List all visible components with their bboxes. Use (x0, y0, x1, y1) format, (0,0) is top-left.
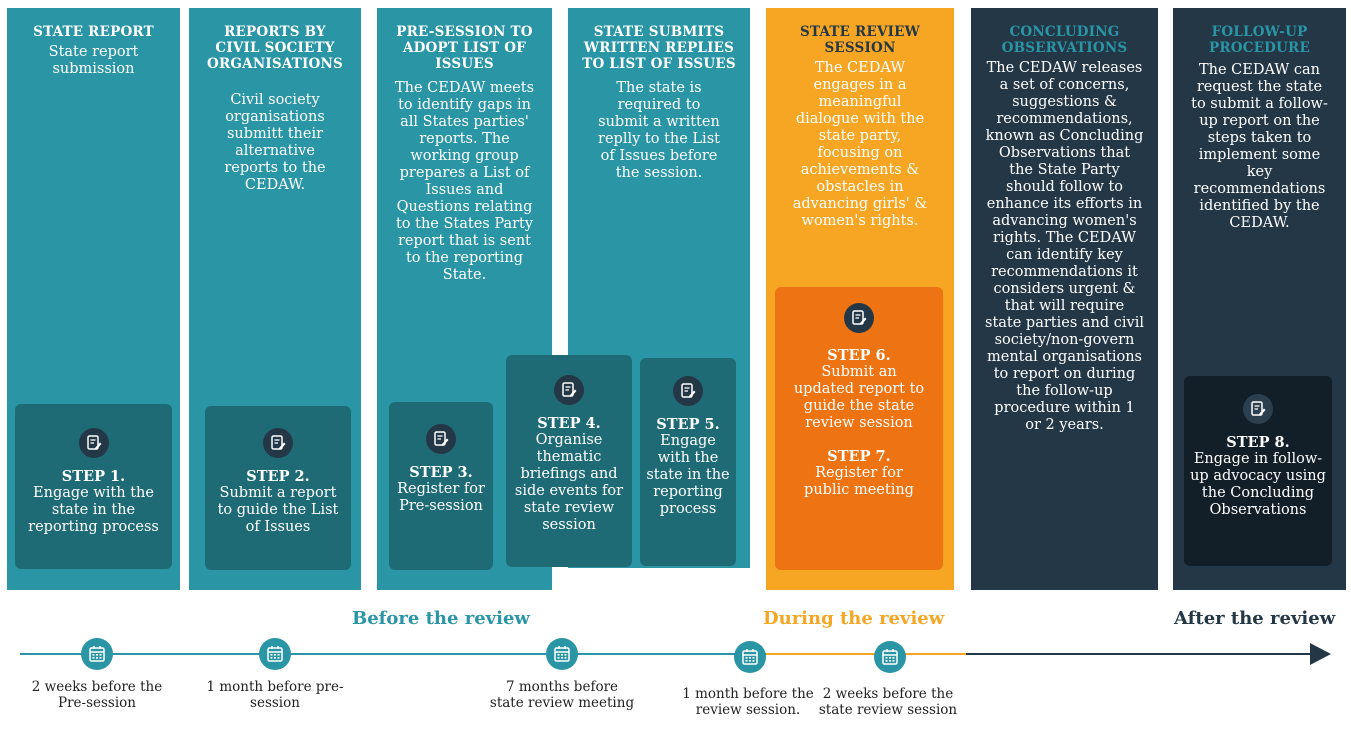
timeline-label: 2 weeks before the state review session (818, 686, 958, 718)
step-text: Engage in follow-up advocacy using the C… (1190, 451, 1326, 518)
document-edit-icon (673, 376, 703, 406)
calendar-icon (874, 641, 906, 673)
step-text-7: Register for public meeting (804, 465, 914, 498)
column-description: The state is required to submit a writte… (598, 80, 720, 181)
column-title: STATE REVIEW SESSION (800, 24, 920, 56)
step-2-box: STEP 2. Submit a report to guide the Lis… (205, 406, 351, 570)
calendar-icon (81, 638, 113, 670)
step-number: STEP 8. (1226, 434, 1290, 451)
step-6-7-box: STEP 6. Submit an updated report to guid… (775, 287, 943, 570)
column-description: The CEDAW releases a set of concerns, su… (985, 60, 1144, 433)
document-edit-icon (844, 303, 874, 333)
column-title: CONCLUDING OBSERVATIONS (1001, 24, 1128, 56)
document-edit-icon (554, 375, 584, 405)
timeline-label: 1 month before pre-session (206, 679, 344, 711)
column-title: STATE SUBMITS WRITTEN REPLIES TO LIST OF… (582, 24, 736, 72)
document-edit-icon (263, 428, 293, 458)
document-edit-icon (426, 424, 456, 454)
column-description: The CEDAW can request the state to submi… (1191, 62, 1328, 231)
step-text: Engage with the state in the reporting p… (646, 433, 730, 517)
calendar-icon (546, 638, 578, 670)
calendar-icon (259, 638, 291, 670)
column-description: The CEDAW meets to identify gaps in all … (394, 80, 535, 283)
column-description: The CEDAW engages in a meaningful dialog… (792, 60, 928, 229)
step-number: STEP 4. (537, 415, 601, 432)
timeline-label: 1 month before the review session. (682, 686, 814, 718)
step-4-box: STEP 4. Organise thematic briefings and … (506, 355, 632, 567)
step-text: Engage with the state in the reporting p… (28, 485, 159, 535)
column-title: REPORTS BY CIVIL SOCIETY ORGANISATIONS (207, 24, 343, 72)
column-title: FOLLOW-UP PROCEDURE (1209, 24, 1310, 56)
phase-during-label: During the review (763, 608, 945, 629)
step-number: STEP 2. (246, 468, 310, 485)
timeline-label: 2 weeks before the Pre-session (31, 679, 163, 711)
step-text: Submit an updated report to guide the st… (793, 364, 925, 431)
phase-before-label: Before the review (352, 608, 530, 629)
step-1-box: STEP 1. Engage with the state in the rep… (15, 404, 172, 569)
column-concluding-observations: CONCLUDING OBSERVATIONS The CEDAW releas… (971, 8, 1158, 590)
step-number-7: STEP 7. (827, 448, 891, 465)
step-8-box: STEP 8. Engage in follow-up advocacy usi… (1184, 376, 1332, 566)
step-3-box: STEP 3. Register for Pre-session (389, 402, 493, 570)
column-description: Civil society organisations submitt thei… (224, 92, 326, 193)
document-edit-icon (1243, 394, 1273, 424)
phase-after-label: After the review (1174, 608, 1336, 629)
column-title: STATE REPORT (33, 24, 154, 40)
step-number: STEP 1. (61, 468, 126, 485)
step-text: Submit a report to guide the List of Iss… (217, 485, 339, 535)
step-number: STEP 3. (409, 464, 473, 481)
step-text: Organise thematic briefings and side eve… (514, 432, 624, 533)
timeline-arrowhead (1310, 643, 1331, 665)
step-number: STEP 6. (827, 347, 891, 364)
step-number: STEP 5. (656, 416, 720, 433)
document-edit-icon (78, 428, 109, 458)
column-description: State report submission (48, 44, 139, 77)
calendar-icon (734, 641, 766, 673)
column-title: PRE-SESSION TO ADOPT LIST OF ISSUES (396, 24, 533, 72)
step-5-box: STEP 5. Engage with the state in the rep… (640, 358, 736, 566)
timeline-label: 7 months before state review meeting (489, 679, 635, 711)
step-text: Register for Pre-session (397, 481, 485, 514)
